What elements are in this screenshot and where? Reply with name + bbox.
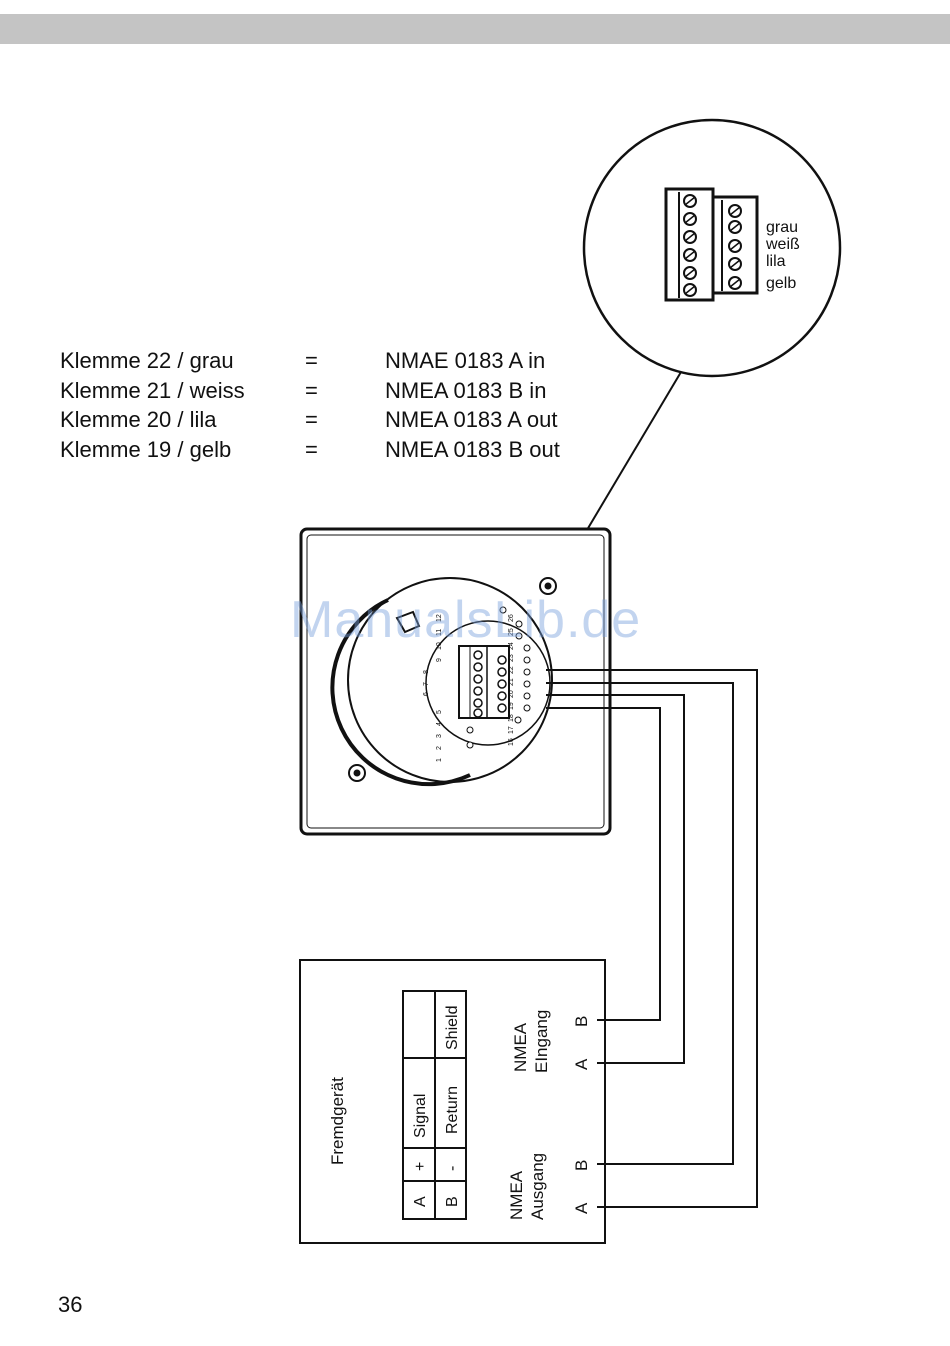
terminal-number: 8 [423,670,430,674]
terminal-number: 22 [508,666,515,674]
table-cell: + [412,1162,429,1171]
output-label-1: NMEA [507,1170,526,1220]
legend-signal: NMEA 0183 A out [385,407,558,432]
output-pin-a: A [572,1202,591,1214]
terminal-number: 5 [436,710,443,714]
wire-color-label: weiß [765,236,800,253]
table-cell: Shield [444,1006,461,1050]
detail-magnifier: grau weiß lila gelb [582,118,842,378]
wire-color-label: lila [766,253,786,270]
terminal-number: 26 [508,614,515,622]
table-cell: A [412,1196,429,1207]
legend-terminal: Klemme 21 / weiss [60,378,245,403]
terminal-number: 11 [436,629,443,636]
legend-equals: = [305,407,318,432]
wire-color-label: grau [766,219,798,236]
terminal-number: 1 [436,758,443,762]
external-device: Fremdgerät A + Signal B - Return Shield … [299,959,606,1244]
watermark: ManualsLib.de [290,591,642,649]
terminal-number: 25 [508,628,515,636]
page-number: 36 [58,1292,83,1317]
terminal-number: 24 [508,642,515,650]
legend-signal: NMEA 0183 B out [385,437,560,462]
output-label-2: Ausgang [528,1153,547,1220]
terminal-number: 3 [436,734,443,738]
legend-terminal: Klemme 22 / grau [60,348,234,373]
terminal-number: 6 [423,692,430,696]
legend-equals: = [305,437,318,462]
terminal-number: 21 [508,678,515,686]
terminal-number: 18 [508,714,515,722]
legend-terminal: Klemme 20 / lila [60,407,217,432]
terminal-number: 10 [436,642,443,650]
wires [546,669,758,1208]
legend-equals: = [305,378,318,403]
legend-terminal: Klemme 19 / gelb [60,437,232,462]
device-name: Fremdgerät [328,1077,347,1165]
table-cell: Signal [412,1094,429,1138]
terminal-number: 17 [508,726,515,734]
header-bar [0,14,950,44]
input-pin-b: B [572,1016,591,1027]
screw-terminals-right [728,204,742,290]
table-cell: - [444,1166,461,1171]
input-label-2: EIngang [532,1010,551,1073]
table-cell: B [444,1196,461,1207]
input-label-1: NMEA [511,1022,530,1072]
terminal-number: 7 [423,682,430,686]
terminal-number: 16 [508,738,515,746]
screw-terminals-left [683,194,697,297]
legend-signal: NMEA 0183 B in [385,378,547,403]
terminal-number: 12 [436,614,443,622]
terminal-number: 19 [508,702,515,710]
terminal-number: 20 [508,690,515,698]
legend-signal: NMAE 0183 A in [385,348,546,373]
terminal-number: 2 [436,746,443,750]
instrument-back: 1 2 3 4 5 6 7 8 9 10 11 12 16 17 18 19 2… [299,527,612,836]
terminal-number: 4 [436,722,443,726]
output-pin-b: B [572,1160,591,1171]
table-cell: Return [444,1086,461,1134]
wire-color-label: gelb [766,275,796,292]
legend-equals: = [305,348,318,373]
input-pin-a: A [572,1058,591,1070]
terminal-number: 9 [436,658,443,662]
terminal-number: 23 [508,654,515,662]
